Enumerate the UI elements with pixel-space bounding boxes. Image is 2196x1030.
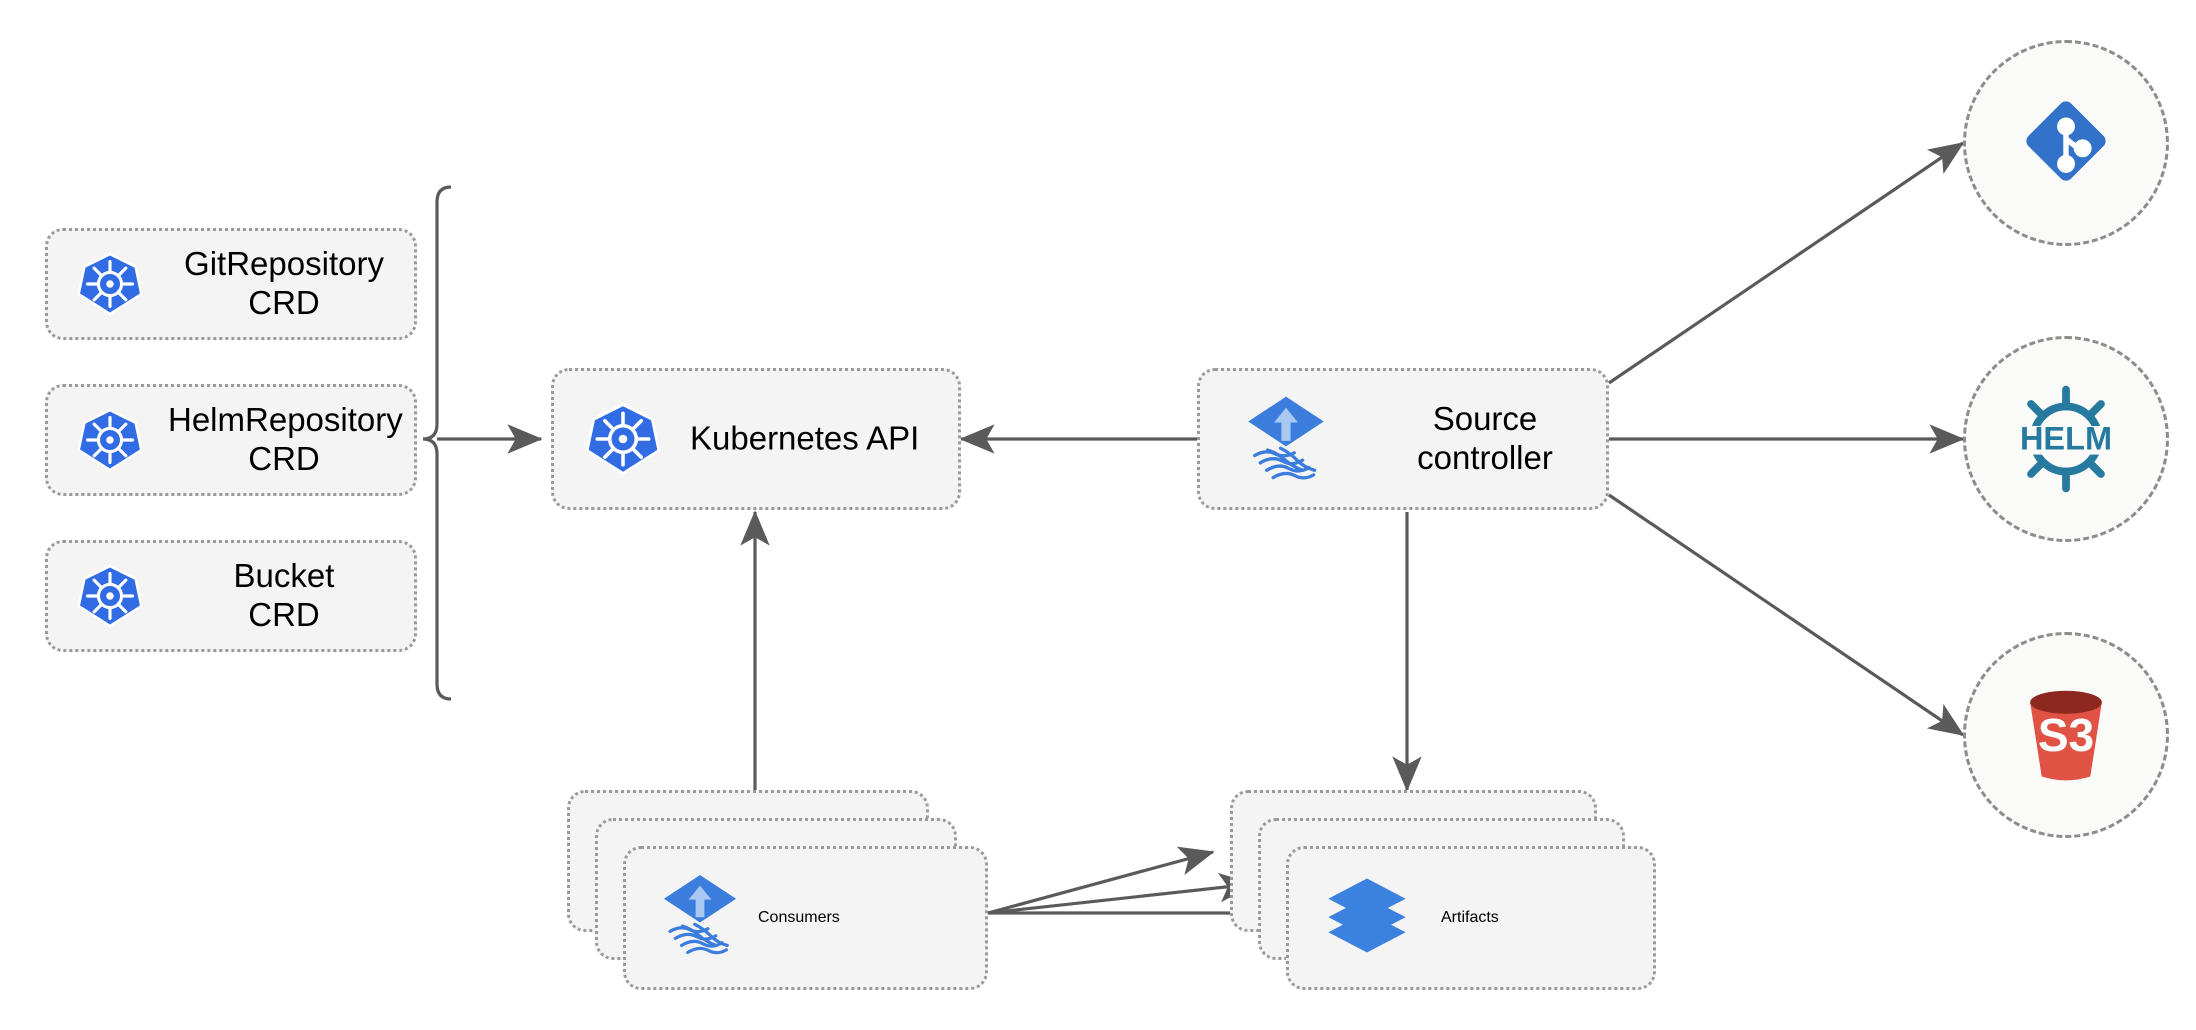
kubernetes-api-node[interactable]: Kubernetes API xyxy=(551,368,961,510)
consumers-stack[interactable]: Consumers xyxy=(567,790,988,990)
flux-icon xyxy=(656,872,744,965)
consumers-card-front[interactable]: Consumers xyxy=(623,846,988,990)
kubernetes-icon xyxy=(76,250,144,318)
artifacts-stack[interactable]: Artifacts xyxy=(1230,790,1656,990)
edge-consumers-to-artifacts-2 xyxy=(987,873,1255,915)
kubernetes-icon xyxy=(584,400,662,478)
edge-sc-to-git xyxy=(1608,141,1965,385)
artifacts-card-front[interactable]: Artifacts xyxy=(1286,846,1656,990)
kubernetes-icon xyxy=(76,562,144,630)
edge-consumers-to-artifacts-1 xyxy=(987,846,1215,915)
backend-circle-s3[interactable]: S3 xyxy=(1963,632,2169,838)
layers-icon xyxy=(1325,874,1409,963)
backend-circle-git[interactable] xyxy=(1963,40,2169,246)
artifacts-label: Artifacts xyxy=(1441,909,1499,926)
s3-wordmark: S3 xyxy=(2038,708,2094,760)
flux-icon xyxy=(1240,393,1332,485)
git-icon xyxy=(2014,89,2118,198)
helm-icon: HELM xyxy=(2001,374,2131,504)
backend-circle-helm[interactable]: HELM xyxy=(1963,336,2169,542)
helm-wordmark: HELM xyxy=(2020,420,2112,456)
s3-icon: S3 xyxy=(2002,669,2130,802)
kubernetes-api-label: Kubernetes API xyxy=(690,419,920,457)
kubernetes-icon xyxy=(76,406,144,474)
consumers-label: Consumers xyxy=(758,909,840,926)
crd-group-bracket xyxy=(422,185,452,701)
edge-sc-to-s3 xyxy=(1608,493,1965,737)
